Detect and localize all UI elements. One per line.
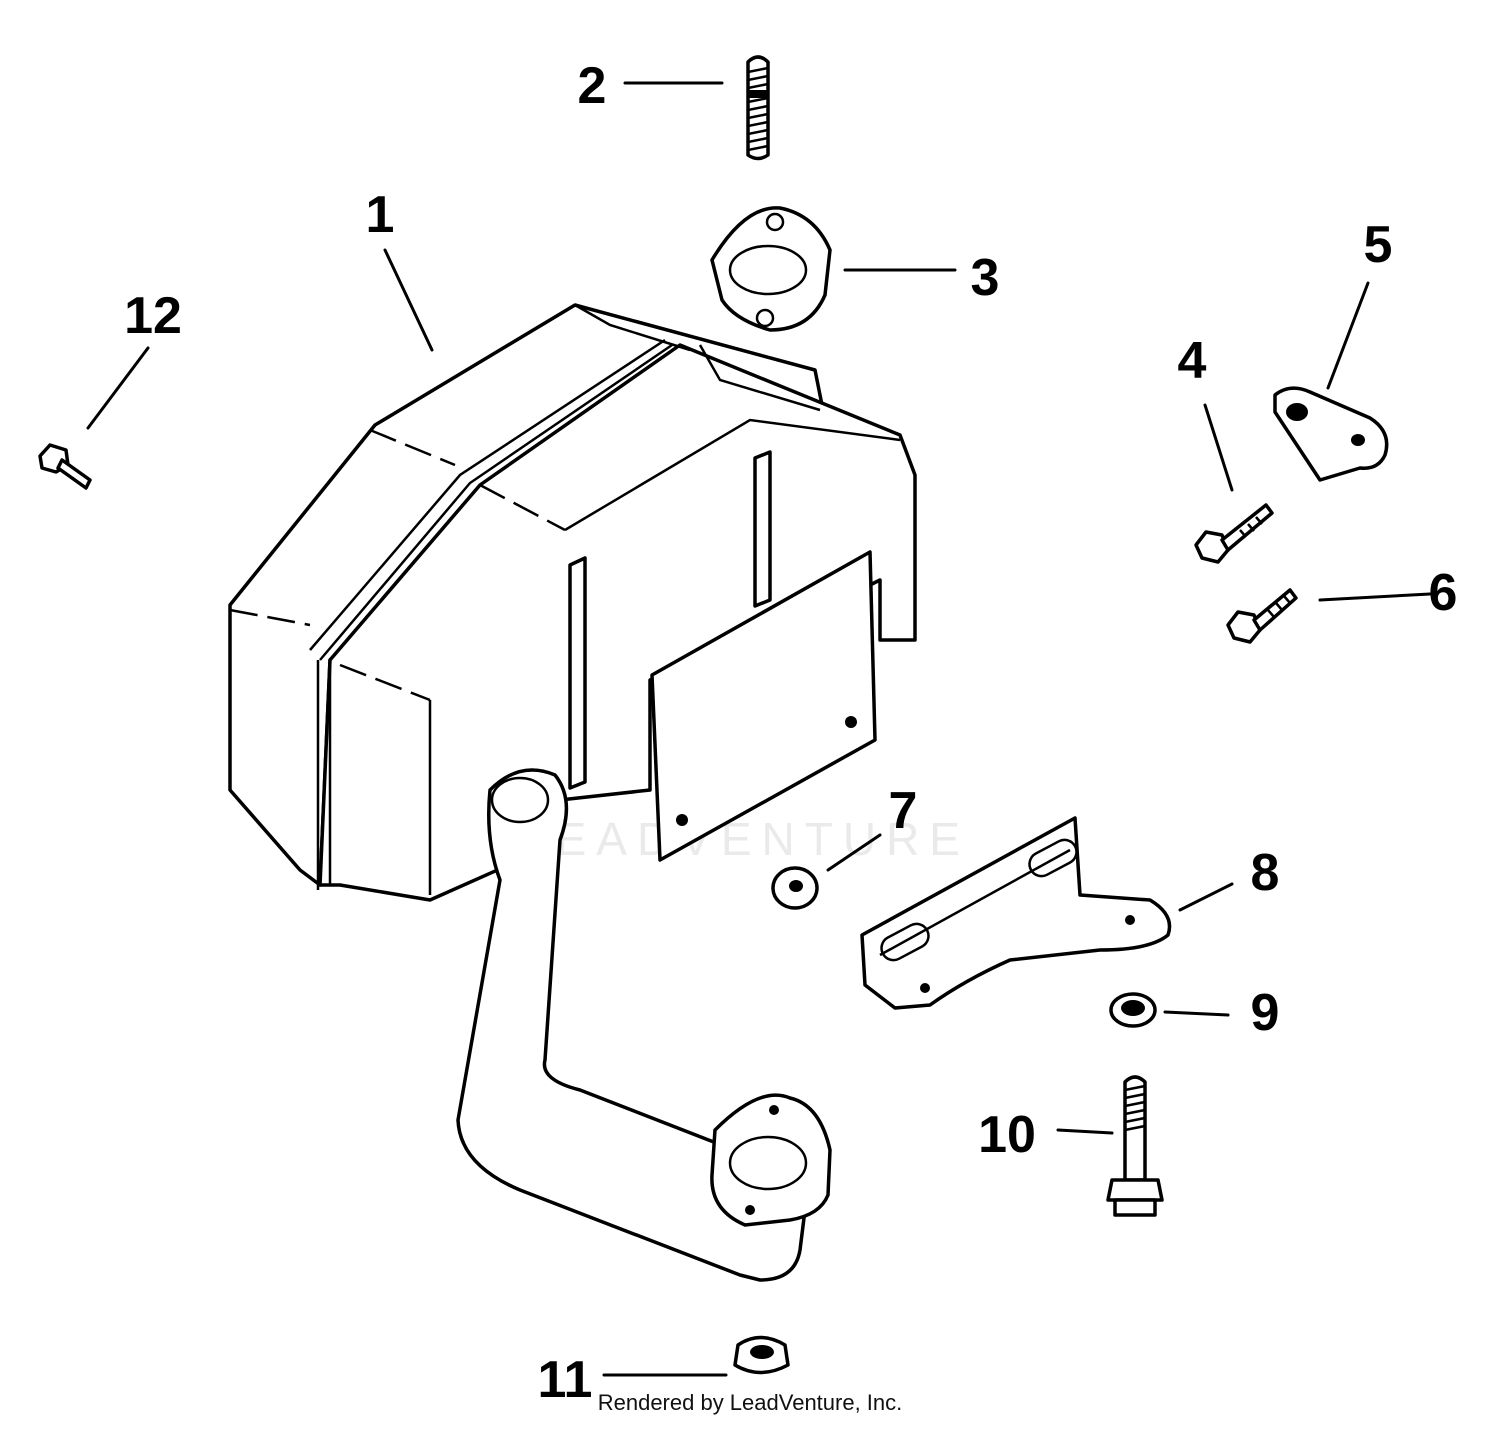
part-8-bracket [860, 816, 1172, 1010]
part-11-nut [733, 1335, 790, 1375]
leader-1 [383, 248, 434, 352]
callout-7: 7 [889, 782, 918, 840]
leader-12 [86, 346, 150, 430]
watermark-text: LEADVENTURE [520, 813, 970, 865]
render-credit: Rendered by LeadVenture, Inc. [598, 1390, 903, 1415]
callout-12: 12 [124, 287, 182, 345]
callout-5: 5 [1364, 216, 1393, 274]
callout-2: 2 [578, 57, 607, 115]
leader-5 [1326, 281, 1370, 390]
part-5-bracket [1273, 386, 1389, 482]
part-3-gasket [710, 206, 832, 332]
callout-3: 3 [971, 249, 1000, 307]
leader-lines [86, 81, 1432, 1377]
part-7-washer [771, 866, 819, 910]
part-6-bolt [1226, 588, 1298, 644]
callouts: 1 2 3 4 5 6 7 8 9 10 11 12 [124, 57, 1457, 1409]
part-12-bolt [38, 443, 92, 490]
part-1-muffler [228, 303, 917, 902]
callout-9: 9 [1251, 984, 1280, 1042]
leader-8 [1178, 882, 1234, 912]
leader-9 [1163, 1010, 1230, 1017]
part-10-bolt [1106, 1075, 1164, 1217]
part-4-bolt [1194, 503, 1274, 564]
callout-8: 8 [1251, 844, 1280, 902]
callout-6: 6 [1429, 564, 1458, 622]
callout-10: 10 [978, 1106, 1036, 1164]
leader-4 [1203, 403, 1234, 492]
part-2-stud [746, 55, 770, 161]
callout-4: 4 [1178, 332, 1207, 390]
leader-6 [1318, 592, 1432, 602]
leader-10 [1056, 1128, 1114, 1135]
pipe-flange [710, 1093, 832, 1227]
part-9-nut [1109, 992, 1157, 1028]
callout-1: 1 [366, 186, 395, 244]
callout-11: 11 [538, 1351, 593, 1409]
leader-7 [826, 833, 882, 872]
